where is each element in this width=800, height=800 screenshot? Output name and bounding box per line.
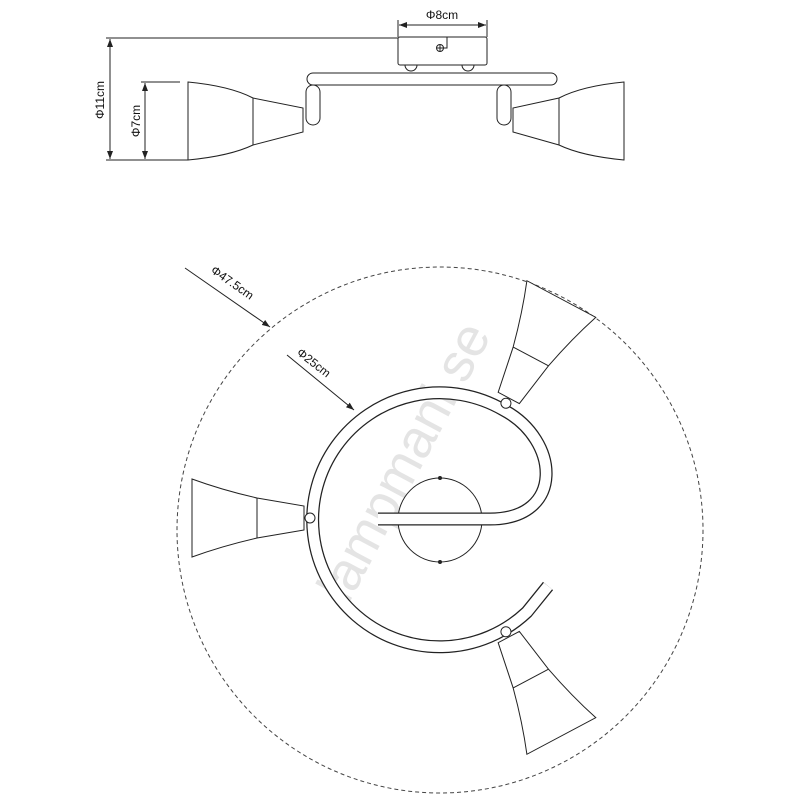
overall-diameter-circle	[176, 266, 704, 794]
overall-diameter-label: Φ47.5cm	[208, 263, 256, 303]
total-height-label: Φ11cm	[93, 81, 107, 119]
top-shade-left	[191, 478, 316, 558]
side-view: Φ8cm Φ11cm Φ7cm	[93, 8, 625, 161]
arm-diameter-label: Φ25cm	[294, 345, 333, 380]
mounting-bar	[306, 72, 558, 86]
side-shade-left	[187, 81, 304, 161]
shade-height-label: Φ7cm	[129, 105, 143, 137]
spiral-arm	[306, 386, 554, 654]
watermark: lampmani.se	[306, 312, 503, 610]
side-shade-right	[512, 81, 625, 161]
canopy-diameter-label: Φ8cm	[426, 8, 458, 22]
